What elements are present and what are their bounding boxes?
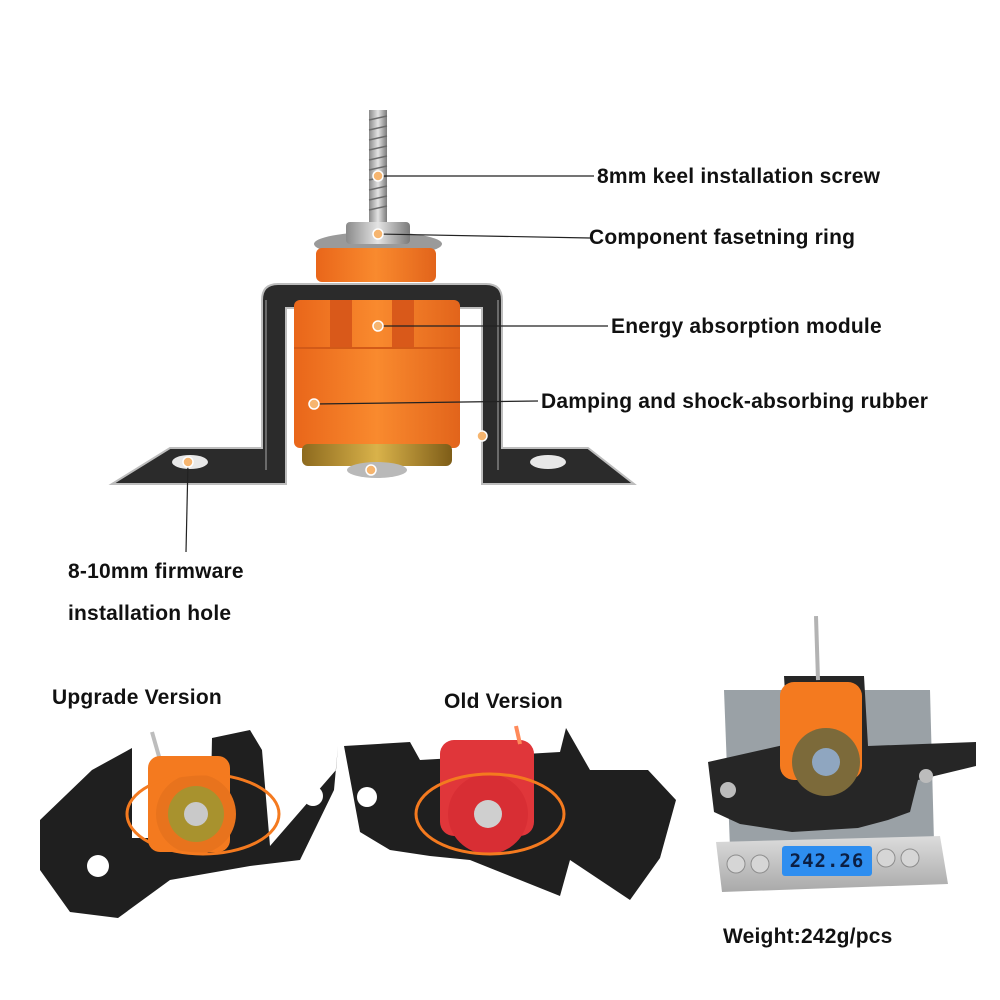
scale-photo [708, 615, 976, 892]
damping-rubber-base [302, 444, 452, 478]
upgrade-version-photo [40, 730, 338, 918]
label-energy-module: Energy absorption module [611, 315, 882, 338]
old-version-photo [344, 725, 676, 900]
label-upgrade-version: Upgrade Version [52, 686, 222, 709]
energy-absorption-module [294, 300, 460, 448]
label-damping-rubber: Damping and shock-absorbing rubber [541, 390, 929, 413]
label-hole-line1: 8-10mm firmware [68, 560, 244, 583]
label-weight: Weight:242g/pcs [723, 925, 893, 948]
marker-dots [182, 170, 488, 476]
label-keel-screw: 8mm keel installation screw [597, 165, 881, 188]
scale-lcd [782, 846, 872, 876]
scale-display-value: 242.26 [789, 850, 865, 872]
leader-lines [185, 175, 608, 553]
label-fastening-ring: Component fasetning ring [589, 226, 856, 249]
label-hole-line2: installation hole [68, 602, 232, 625]
main-bracket [108, 283, 637, 485]
label-old-version: Old Version [444, 690, 563, 713]
mounting-hole-right [530, 455, 566, 469]
top-rubber-cap [316, 248, 436, 282]
